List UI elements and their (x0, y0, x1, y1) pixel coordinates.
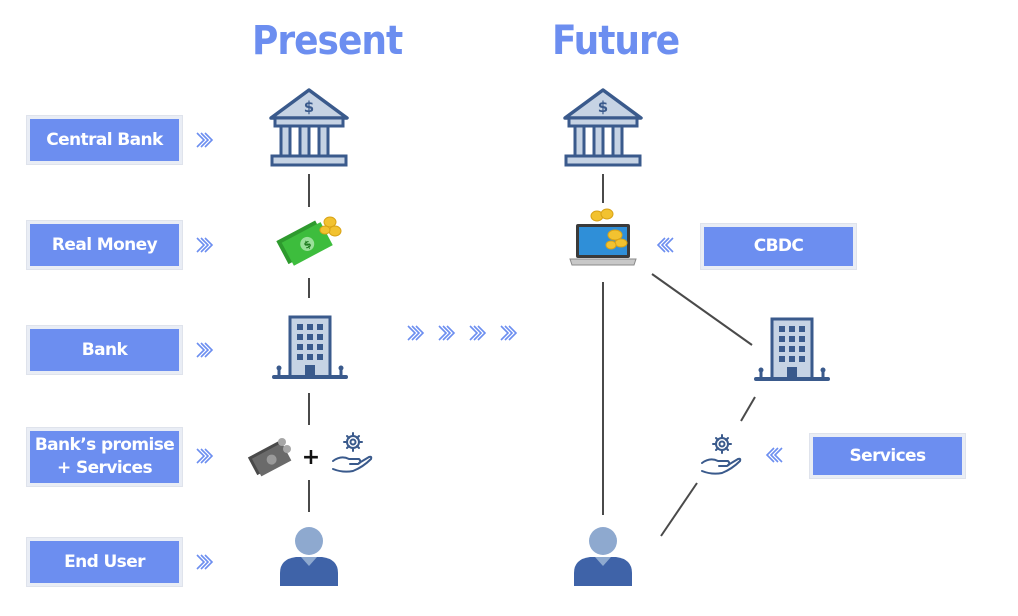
hand-gear-icon (701, 434, 742, 475)
chevron-right-icon (196, 554, 213, 570)
present-heading: Present (252, 18, 403, 64)
label-banks-promise-line1: Bank’s promise (34, 435, 175, 455)
chevron-right-icon (438, 325, 455, 341)
cash-coins-icon: $ (276, 216, 342, 266)
label-bank: Bank (27, 326, 182, 374)
chevron-right-icon (196, 342, 213, 358)
chevron-right-icon (196, 237, 213, 253)
laptop-coins-icon (569, 208, 637, 266)
chevron-left-icon (657, 237, 674, 253)
chevron-right-icon (196, 132, 213, 148)
office-building-icon (754, 317, 830, 381)
label-cbdc: CBDC (701, 224, 856, 269)
user-icon (280, 527, 338, 586)
label-banks-promise: Bank’s promise + Services (27, 428, 182, 486)
label-real-money: Real Money (27, 221, 182, 269)
chevron-right-icon (196, 448, 213, 464)
bank-building-icon (269, 88, 349, 167)
label-central-bank: Central Bank (27, 116, 182, 164)
chevron-left-icon (766, 447, 783, 463)
svg-text:$: $ (302, 239, 313, 252)
chevron-right-icon (500, 325, 517, 341)
cash-bag-icon (247, 438, 292, 477)
office-building-icon (272, 315, 348, 379)
user-icon (574, 527, 632, 586)
chevron-right-icon (469, 325, 486, 341)
label-services: Services (810, 434, 965, 478)
bank-building-icon (563, 88, 643, 167)
plus-sign: + (302, 445, 320, 470)
label-end-user: End User (27, 538, 182, 586)
future-heading: Future (552, 18, 680, 64)
future-connectors (602, 174, 756, 537)
chevron-right-icon (407, 325, 424, 341)
label-banks-promise-line2: + Services (57, 458, 153, 478)
hand-gear-icon (332, 432, 373, 473)
